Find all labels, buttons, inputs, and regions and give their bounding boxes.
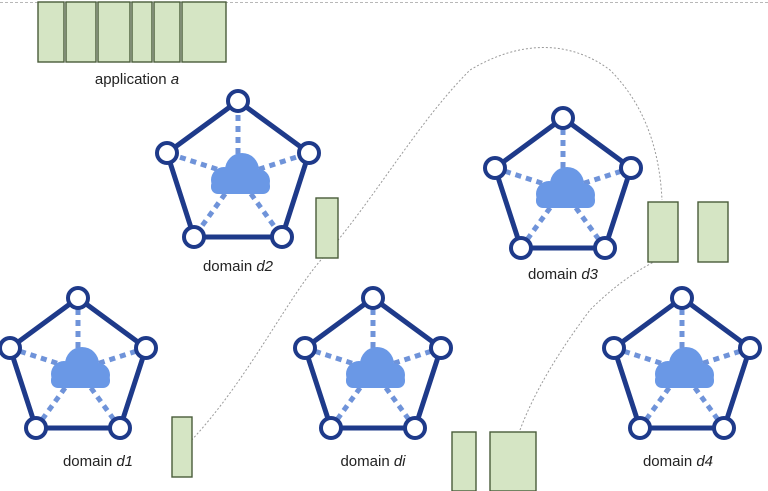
component-block-di (489, 431, 537, 491)
network-node (361, 286, 385, 310)
network-node (403, 416, 427, 440)
network-node (509, 236, 533, 260)
network-node (628, 416, 652, 440)
network-node (182, 225, 206, 249)
application-block (131, 1, 153, 63)
application-a: application a (37, 1, 227, 88)
network-node (108, 416, 132, 440)
network-node (293, 336, 317, 360)
pentagon-network-icon (293, 286, 453, 440)
network-node (593, 236, 617, 260)
domain-label: domain d1 (63, 453, 133, 470)
application-block (37, 1, 65, 63)
cloud-icon (211, 153, 270, 194)
pentagon-network-icon (602, 286, 762, 440)
network-node (270, 225, 294, 249)
application-block (97, 1, 131, 63)
domain-d2: domain d2 (155, 89, 321, 275)
network-node (0, 336, 22, 360)
domain-d3: domain d3 (483, 106, 643, 283)
network-node (297, 141, 321, 165)
network-node (226, 89, 250, 113)
cloud-icon (346, 347, 405, 388)
domain-label: domain d2 (203, 258, 274, 275)
domain-label: domain d3 (528, 266, 599, 283)
network-node (619, 156, 643, 180)
component-block-d3 (647, 201, 679, 263)
network-node (66, 286, 90, 310)
domain-label: domain di (340, 453, 406, 470)
pentagon-network-icon (483, 106, 643, 260)
domain-di: domain di (293, 286, 453, 470)
component-block-d3 (697, 201, 729, 263)
network-node (134, 336, 158, 360)
network-node (670, 286, 694, 310)
application-label: application a (95, 71, 179, 88)
domain-d4: domain d4 (602, 286, 762, 470)
application-block (65, 1, 97, 63)
top-border (0, 2, 768, 3)
component-block-d1 (171, 416, 193, 478)
pentagon-network-icon (155, 89, 321, 249)
network-node (551, 106, 575, 130)
domain-label: domain d4 (643, 453, 713, 470)
component-block-d2 (315, 197, 339, 259)
placement-link (519, 257, 663, 431)
component-block-di (451, 431, 477, 491)
network-node (602, 336, 626, 360)
placement-link (185, 47, 663, 447)
domain-d1: domain d1 (0, 286, 158, 470)
application-block (153, 1, 181, 63)
cloud-icon (51, 347, 110, 388)
network-node (429, 336, 453, 360)
network-node (738, 336, 762, 360)
network-node (155, 141, 179, 165)
cloud-icon (655, 347, 714, 388)
network-node (319, 416, 343, 440)
pentagon-network-icon (0, 286, 158, 440)
network-node (712, 416, 736, 440)
network-node (483, 156, 507, 180)
cloud-icon (536, 167, 595, 208)
network-node (24, 416, 48, 440)
application-block (181, 1, 227, 63)
